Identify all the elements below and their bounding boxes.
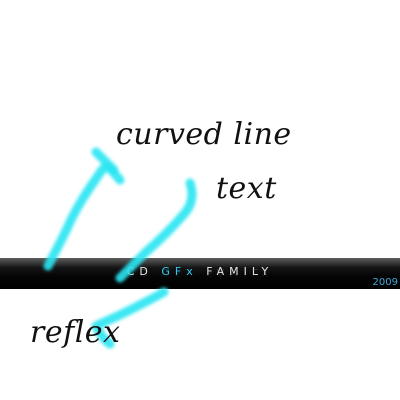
stroke-curved-line-tip: [91, 147, 119, 175]
brand-suffix: FAMILY: [197, 265, 274, 278]
annotation-curved-line: curved line: [116, 117, 292, 152]
brand-accent-reflection: GFx: [161, 266, 198, 279]
annotation-text: text: [216, 171, 277, 206]
annotation-reflex: reflex: [30, 315, 121, 350]
banner-gloss: [0, 258, 400, 268]
brand-suffix-reflection: FAMILY: [197, 266, 274, 279]
brand-prefix-reflection: CD: [126, 266, 162, 279]
brand-text-reflection: CD GFx FAMILY: [0, 265, 400, 279]
year-label: 2009: [372, 277, 398, 288]
stroke-curved-line-pointer: [43, 162, 125, 271]
